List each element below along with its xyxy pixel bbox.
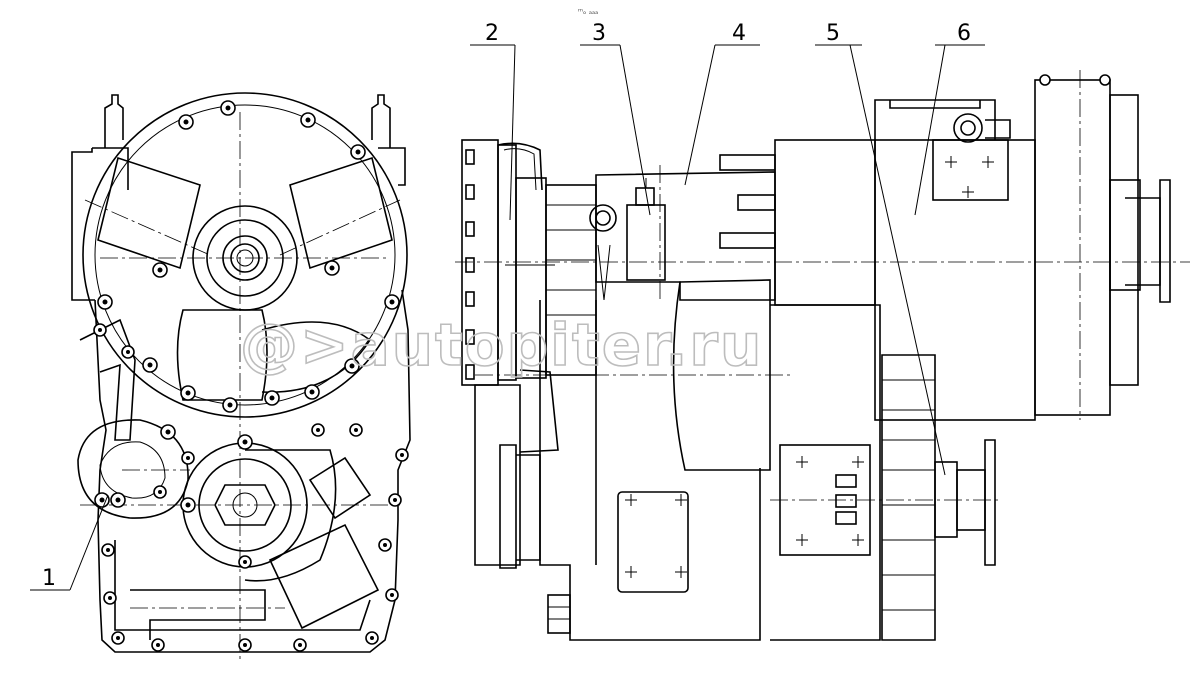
watermark-text: @>autopiter.ru bbox=[240, 311, 763, 379]
callout-label-5: 5 bbox=[826, 21, 840, 46]
front-view bbox=[71, 92, 411, 660]
callout-label-2: 2 bbox=[485, 21, 499, 46]
front-bolt-group bbox=[93, 100, 409, 652]
callout-3: 3 bbox=[580, 21, 651, 216]
callout-4: 4 bbox=[684, 21, 760, 186]
callout-label-4: 4 bbox=[732, 21, 746, 46]
side-view bbox=[455, 70, 1190, 641]
callout-label-6: 6 bbox=[957, 21, 971, 46]
top-note: ᵐₒ ₐₐₐ bbox=[578, 7, 598, 16]
callout-label-1: 1 bbox=[42, 566, 56, 591]
callout-1: 1 bbox=[30, 494, 109, 591]
callout-2: 2 bbox=[470, 21, 516, 221]
callout-label-3: 3 bbox=[592, 21, 606, 46]
callout-6: 6 bbox=[914, 21, 985, 216]
callout-5: 5 bbox=[815, 21, 946, 476]
